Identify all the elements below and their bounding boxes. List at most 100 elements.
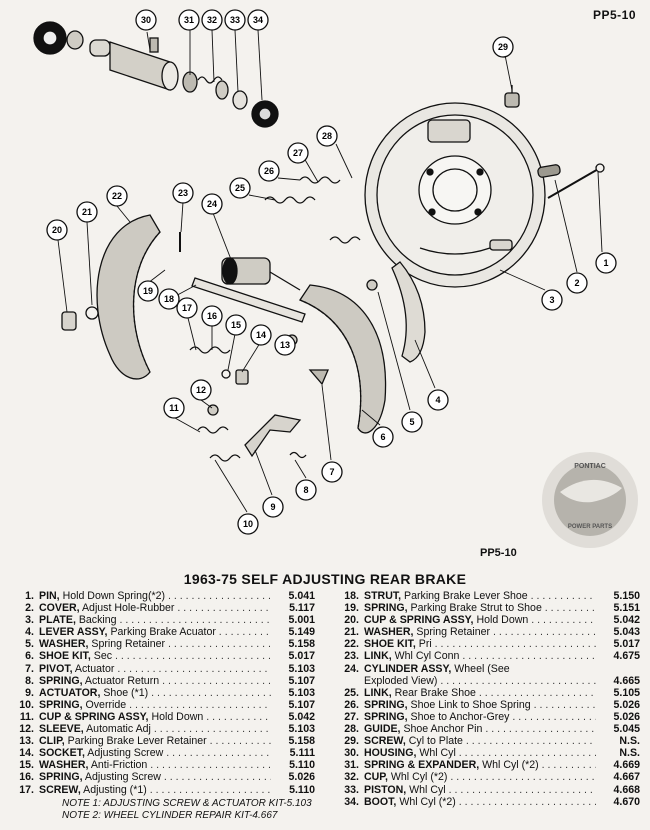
part-row: 18.STRUT, Parking Brake Lever Shoe . . .… [335,590,640,602]
part-number: 13. [19,735,34,748]
part-number: 27. [344,710,359,723]
part-detail: Shoe to Anchor-Grey [410,710,510,723]
svg-text:29: 29 [498,42,508,52]
svg-text:4: 4 [435,395,440,405]
part-detail: Parking Brake Acuator [110,626,216,639]
pontiac-power-parts-logo: PONTIAC POWER PARTS [542,452,638,548]
svg-text:9: 9 [270,502,275,512]
part-name: CYLINDER ASSY, [364,662,452,675]
part-code: 5.149 [288,626,315,639]
part-description: SPRING, Override . . . . . . . . . . . .… [39,699,271,711]
part-name: GUIDE, [364,723,401,736]
leader-dots: . . . . . . . . . . . . . . . . . . . . … [167,638,271,651]
part-description: CUP & SPRING ASSY, Hold Down . . . . . .… [39,711,271,723]
leader-dots: . . . . . . . . . . . . . . . . . . . . … [533,698,596,711]
part-detail: Whl Cyl [419,747,456,760]
part-number: 31. [344,759,359,772]
part-code: 4.667 [613,771,640,784]
leader-dots: . . . . . . . . . . . . . . . . . . . . … [448,783,596,796]
svg-text:8: 8 [303,485,308,495]
part-code: 5.158 [288,638,315,651]
callout-24: 24 [201,193,223,215]
part-row: 10.SPRING, Override . . . . . . . . . . … [10,699,315,711]
part-row: 3.PLATE, Backing . . . . . . . . . . . .… [10,614,315,626]
part-number: 25. [344,686,359,699]
part-description: BOOT, Whl Cyl (*2) . . . . . . . . . . .… [364,796,596,808]
part-detail: Spring Retainer [91,638,166,651]
part-row: 13.CLIP, Parking Brake Lever Retainer . … [10,735,315,747]
part-name: LINK, [364,686,392,699]
part-detail: Adjusting (*1) [83,783,147,796]
part-name: SPRING, [39,698,83,711]
part-description: WASHER, Spring Retainer . . . . . . . . … [39,638,271,650]
part-code: N.S. [619,735,640,748]
part-code: 4.668 [613,783,640,796]
part-row: 30.HOUSING, Whl Cyl . . . . . . . . . . … [335,747,640,759]
part-code: 5.026 [613,710,640,723]
part-number: 16. [19,771,34,784]
part-name: LEVER ASSY, [39,626,108,639]
part-detail: Whl Cyl [409,783,446,796]
part-detail: Shoe Link to Shoe Spring [410,698,531,711]
parts-list: 1.PIN, Hold Down Spring(*2) . . . . . . … [10,590,640,808]
part-detail: Backing [78,614,117,627]
part-detail: Whl Cyl (*2) [399,795,456,808]
callout-10: 10 [237,513,259,535]
svg-text:19: 19 [143,286,153,296]
part-name: LINK, [364,650,392,663]
callout-32: 32 [201,9,223,31]
part-row: Exploded View) . . . . . . . . . . . . .… [335,675,640,687]
part-code: 5.107 [288,698,315,711]
leader-dots: . . . . . . . . . . . . . . . . . . . . … [485,723,596,736]
leader-dots: . . . . . . . . . . . . . . . . . . . . … [151,686,271,699]
leader-dots: . . . . . . . . . . . . . . . . . . . . … [544,602,596,615]
leader-lines [57,29,603,513]
callout-16: 16 [201,305,223,327]
part-detail: Wheel (See [454,662,510,675]
part-number: 12. [19,723,34,736]
callout-17: 17 [176,297,198,319]
part-name: SCREW, [364,735,406,748]
svg-text:25: 25 [235,183,245,193]
part-number: 23. [344,650,359,663]
part-number: 33. [344,783,359,796]
leader-dots: . . . . . . . . . . . . . . . . . . . . … [177,602,271,615]
svg-text:22: 22 [112,191,122,201]
part-description: LINK, Rear Brake Shoe . . . . . . . . . … [364,687,596,699]
svg-text:12: 12 [196,385,206,395]
part-row: 32.CUP, Whl Cyl (*2) . . . . . . . . . .… [335,771,640,783]
part-description: PLATE, Backing . . . . . . . . . . . . .… [39,614,271,626]
part-number: 32. [344,771,359,784]
svg-text:11: 11 [169,403,179,413]
part-number: 2. [25,602,34,615]
part-name: PISTON, [364,783,407,796]
leader-dots: . . . . . . . . . . . . . . . . . . . . … [465,735,596,748]
callout-27: 27 [287,142,309,164]
logo-text-bottom: POWER PARTS [568,524,612,530]
part-description: GUIDE, Shoe Anchor Pin . . . . . . . . .… [364,723,596,735]
part-name: STRUT, [364,590,402,602]
svg-text:30: 30 [141,15,151,25]
callout-18: 18 [158,288,180,310]
part-number: 6. [25,650,34,663]
part-name: SPRING, [364,698,408,711]
part-row: 26.SPRING, Shoe Link to Shoe Spring . . … [335,699,640,711]
part-description: LEVER ASSY, Parking Brake Acuator . . . … [39,626,271,638]
leader-dots: . . . . . . . . . . . . . . . . . . . . … [492,626,596,639]
leader-dots: . . . . . . . . . . . . . . . . . . . . … [112,650,271,663]
leader-dots: . . . . . . . . . . . . . . . . . . . . … [129,698,271,711]
part-row: 19.SPRING, Parking Brake Strut to Shoe .… [335,602,640,614]
part-description: SPRING, Actuator Return . . . . . . . . … [39,675,271,687]
part-detail: Actuator Return [84,674,160,687]
callout-31: 31 [178,9,200,31]
part-number: 9. [25,686,34,699]
callout-1: 1 [595,252,617,274]
part-code: 4.665 [613,674,640,687]
cyl-screw [504,85,520,108]
part-code: 5.043 [613,626,640,639]
part-row: 5.WASHER, Spring Retainer . . . . . . . … [10,638,315,650]
part-code: 5.151 [613,602,640,615]
callouts: 1 2 3 4 5 6 7 8 9 10 11 12 13 14 15 16 1… [46,9,617,535]
part-row: 29.SCREW, Cyl to Plate . . . . . . . . .… [335,735,640,747]
part-code: 4.670 [613,795,640,808]
